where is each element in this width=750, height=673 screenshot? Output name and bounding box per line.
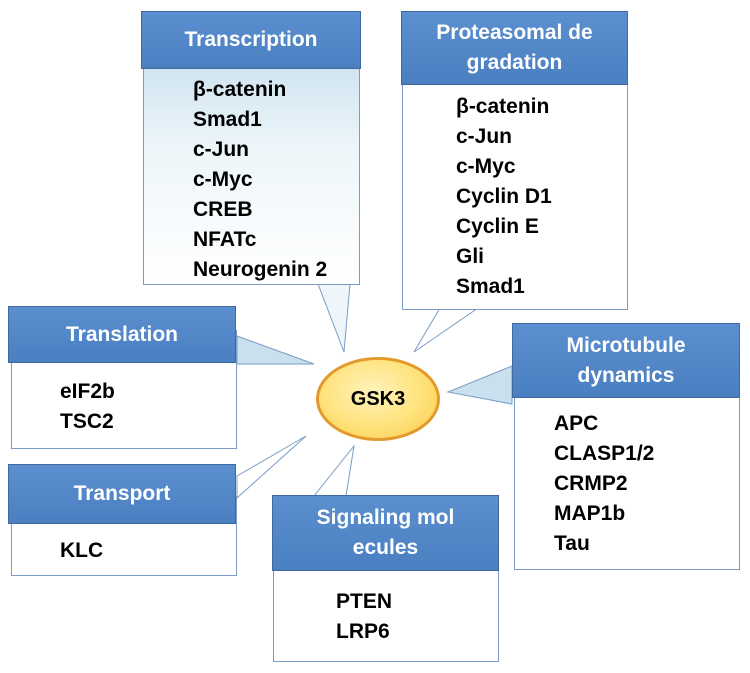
transport-pointer <box>236 435 307 500</box>
list-item: CLASP1/2 <box>554 442 655 465</box>
list-item: c-Jun <box>456 125 513 148</box>
signaling-pointer <box>312 444 355 497</box>
transport-header: Transport <box>8 464 236 524</box>
list-item: Smad1 <box>193 108 262 131</box>
transport-title: Transport <box>73 482 171 505</box>
transcription-box <box>143 45 360 285</box>
translation-title: Translation <box>65 322 179 346</box>
list-item: CRMP2 <box>554 472 628 495</box>
list-item: β-catenin <box>193 78 287 101</box>
proteasomal-title: Proteasomal de gradation <box>436 21 593 74</box>
list-item: CREB <box>193 198 253 221</box>
microtubule-header: Microtubule dynamics <box>512 323 740 398</box>
transcription-pointer <box>317 283 351 353</box>
list-item: eIF2b <box>60 380 115 403</box>
list-item: LRP6 <box>336 620 390 643</box>
transport-list: KLC <box>60 536 103 566</box>
proteasomal-pointer <box>413 307 480 353</box>
list-item: Gli <box>456 245 485 268</box>
list-item: c-Myc <box>193 168 253 191</box>
translation-header: Translation <box>8 306 236 363</box>
list-item: APC <box>554 412 599 435</box>
signaling-header: Signaling mol ecules <box>272 495 499 571</box>
list-item: c-Myc <box>456 155 516 178</box>
list-item: Tau <box>554 532 590 555</box>
list-item: Smad1 <box>456 275 525 298</box>
gsk3-label: GSK3 <box>350 387 406 410</box>
transcription-title: Transcription <box>184 28 318 51</box>
signaling-list: PTEN LRP6 <box>336 587 392 647</box>
list-item: NFATc <box>193 228 257 251</box>
transcription-header: Transcription <box>141 11 361 69</box>
list-item: KLC <box>60 539 104 562</box>
list-item: Cyclin E <box>456 215 539 238</box>
gsk3-node: GSK3 <box>316 357 440 441</box>
list-item: PTEN <box>336 590 393 613</box>
list-item: TSC2 <box>60 410 114 433</box>
proteasomal-header: Proteasomal de gradation <box>401 11 628 85</box>
proteasomal-list: β-catenin c-Jun c-Myc Cyclin D1 Cyclin E… <box>456 92 552 302</box>
translation-pointer <box>236 335 315 365</box>
list-item: β-catenin <box>456 95 550 118</box>
list-item: c-Jun <box>193 138 250 161</box>
signaling-title: Signaling mol ecules <box>316 506 455 559</box>
microtubule-title: Microtubule dynamics <box>566 333 686 387</box>
transcription-list: β-catenin Smad1 c-Jun c-Myc CREB NFATc N… <box>193 75 327 285</box>
list-item: Cyclin D1 <box>456 185 552 208</box>
proteasomal-box <box>402 60 628 310</box>
list-item: Neurogenin 2 <box>193 258 328 281</box>
list-item: MAP1b <box>554 502 626 525</box>
microtubule-list: APC CLASP1/2 CRMP2 MAP1b Tau <box>554 409 654 559</box>
microtubule-pointer <box>446 365 513 405</box>
translation-list: eIF2b TSC2 <box>60 377 115 437</box>
